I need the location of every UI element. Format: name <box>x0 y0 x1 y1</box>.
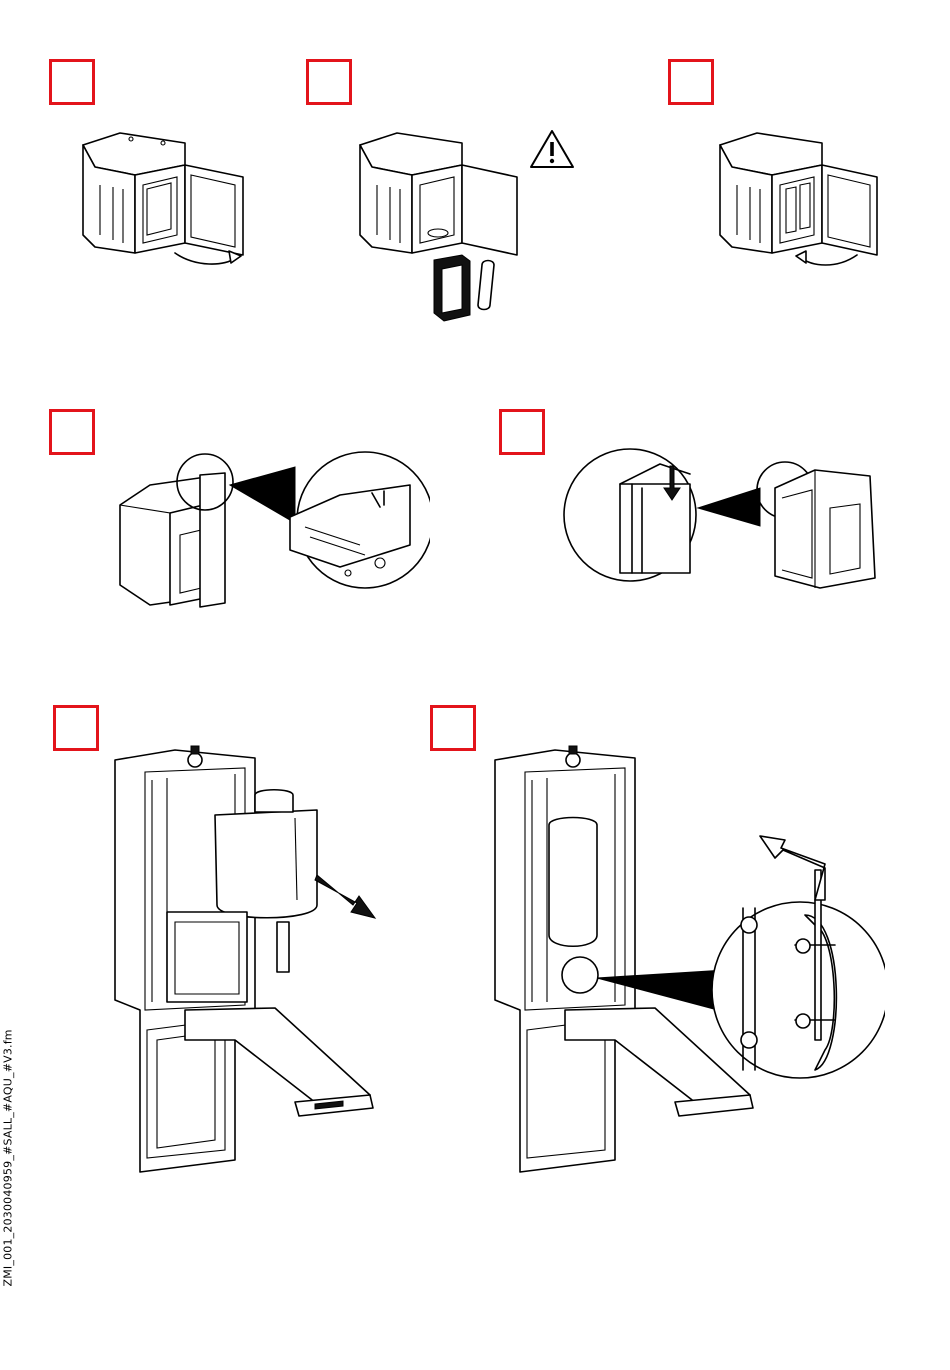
step-marker-5 <box>499 409 545 455</box>
step-marker-3 <box>668 59 714 105</box>
step-5-illustration <box>560 448 895 593</box>
step-marker-4 <box>49 409 95 455</box>
step-6-illustration <box>105 740 395 1180</box>
step-marker-7 <box>430 705 476 751</box>
step-marker-1 <box>49 59 95 105</box>
step-1-illustration <box>75 125 255 275</box>
warning-triangle-icon <box>528 128 576 170</box>
step-7-illustration <box>485 740 885 1180</box>
step-3-illustration <box>712 125 892 275</box>
step-4-illustration <box>110 445 430 615</box>
step-marker-6 <box>53 705 99 751</box>
step-marker-2 <box>306 59 352 105</box>
document-footer-code: ZMI_001_2030040959_#SALL_#AQU_#V3.fm <box>2 1047 15 1287</box>
step-2-illustration <box>352 125 532 325</box>
